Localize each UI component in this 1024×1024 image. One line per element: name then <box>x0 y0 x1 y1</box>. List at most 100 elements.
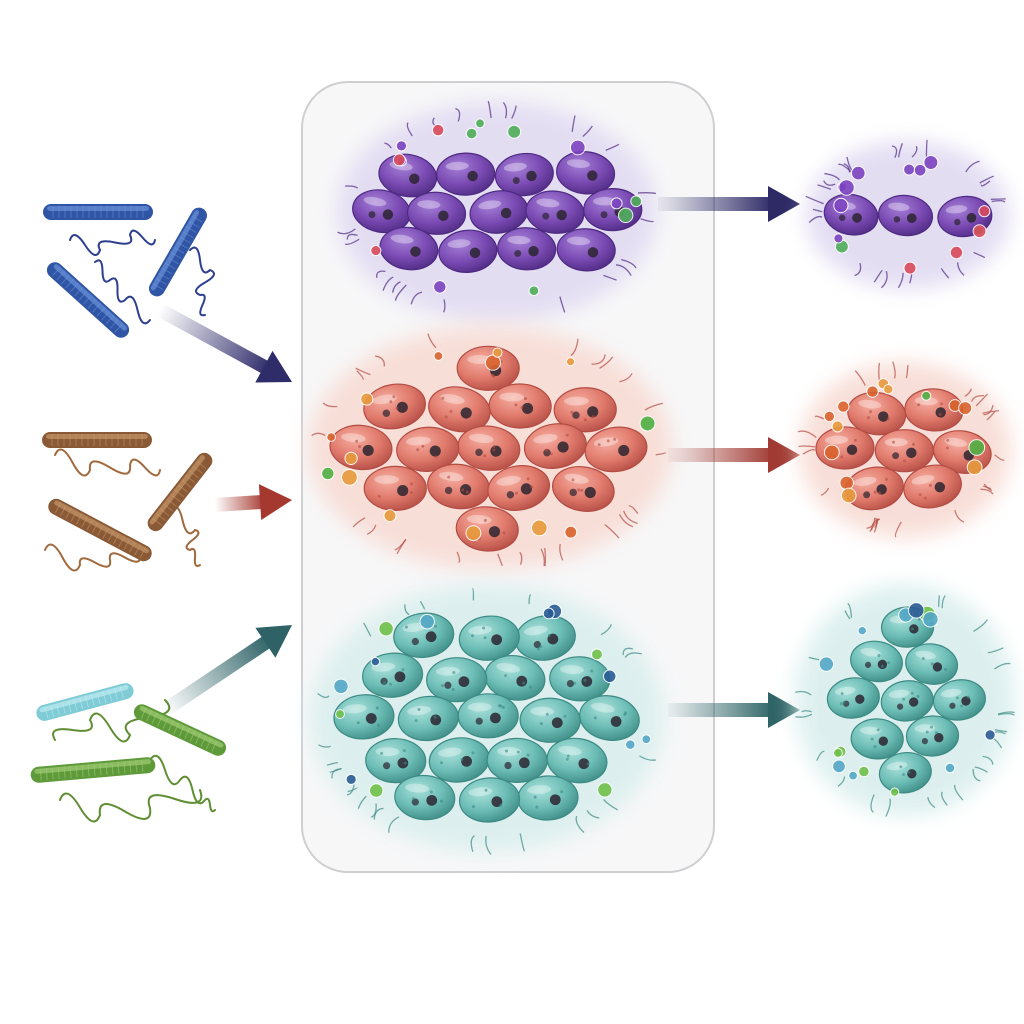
granule <box>857 626 867 636</box>
granule <box>378 621 394 637</box>
extracellular-fiber <box>604 524 620 539</box>
rod-bacterium <box>42 432 152 448</box>
extracellular-fiber <box>847 602 853 618</box>
granule <box>883 384 894 395</box>
granule <box>625 739 636 750</box>
extracellular-fiber <box>892 361 896 379</box>
granule <box>890 787 900 797</box>
extracellular-fiber <box>591 354 606 365</box>
granule <box>528 285 540 297</box>
red-cell <box>552 465 615 512</box>
nucleus <box>906 213 917 224</box>
purple-cell <box>877 194 934 237</box>
input-arrow <box>214 484 293 521</box>
granule <box>344 451 358 465</box>
extracellular-fiber <box>621 258 637 269</box>
nucleus <box>877 659 888 670</box>
fiber-strand <box>59 789 203 823</box>
extracellular-fiber <box>873 269 883 283</box>
extracellular-fiber <box>639 755 656 761</box>
extracellular-fiber <box>404 604 410 616</box>
teal-cell <box>850 718 904 760</box>
extracellular-fiber <box>854 262 862 277</box>
nucleus <box>469 247 481 259</box>
granule <box>832 759 846 774</box>
granule <box>850 165 866 181</box>
granule <box>866 385 879 398</box>
extracellular-fiber <box>540 548 545 566</box>
nucleus <box>846 444 858 456</box>
granule <box>345 773 357 786</box>
granule <box>831 420 844 433</box>
teal-cell <box>519 697 581 743</box>
fiber-strand <box>189 246 215 317</box>
purple-cell <box>379 226 439 271</box>
extracellular-fiber <box>619 373 633 383</box>
extracellular-fiber <box>644 402 663 411</box>
extracellular-fiber <box>410 291 423 305</box>
nucleus <box>365 713 377 724</box>
red-cell <box>487 465 551 511</box>
extracellular-fiber <box>897 272 904 289</box>
extracellular-fiber <box>356 370 364 381</box>
output-arrow <box>658 186 800 222</box>
rod-bacteria-group-green <box>30 683 227 823</box>
rod-bacterium <box>30 757 156 783</box>
extracellular-fiber <box>980 488 994 495</box>
output-arrows <box>658 186 800 728</box>
nucleus <box>491 796 503 808</box>
output-arrow <box>668 437 800 473</box>
purple-cell <box>583 187 643 232</box>
extracellular-fiber <box>331 768 342 779</box>
nucleus <box>906 447 917 459</box>
red-cell <box>363 465 427 511</box>
extracellular-fiber <box>982 485 992 490</box>
granule <box>968 439 986 456</box>
granule <box>966 459 983 476</box>
extracellular-fiber <box>972 768 981 782</box>
input-arrow <box>156 303 293 383</box>
output-arrow <box>668 692 800 728</box>
fiber-strand <box>54 448 161 477</box>
extracellular-fiber <box>485 835 492 855</box>
red-cell <box>903 464 962 509</box>
purple-cell <box>406 191 467 235</box>
extracellular-fiber <box>997 712 1015 716</box>
extracellular-fiber <box>986 411 996 421</box>
nucleus <box>587 170 598 181</box>
teal-cell <box>486 737 548 784</box>
extracellular-fiber <box>355 367 371 376</box>
extracellular-fiber <box>326 761 338 766</box>
granule <box>433 280 447 294</box>
granule <box>913 163 927 177</box>
nucleus <box>578 758 590 770</box>
extracellular-fiber <box>983 483 993 492</box>
granule <box>370 656 381 667</box>
granule <box>833 197 849 214</box>
extracellular-fiber <box>964 388 973 397</box>
nucleus <box>521 402 534 415</box>
extracellular-fiber <box>802 448 816 455</box>
granule <box>923 155 939 170</box>
granule <box>542 607 555 620</box>
extracellular-fiber <box>511 105 517 119</box>
granule <box>341 468 358 486</box>
extracellular-fiber <box>817 184 832 190</box>
nucleus <box>528 245 539 257</box>
extracellular-fiber <box>394 284 407 301</box>
extracellular-fiber <box>987 647 1004 654</box>
rod-bacterium <box>46 262 130 338</box>
teal-cell <box>457 693 519 739</box>
granule <box>823 444 840 461</box>
nucleus <box>584 486 596 499</box>
granule <box>335 709 345 719</box>
granule <box>565 357 576 367</box>
nucleus <box>460 407 472 419</box>
extracellular-fiber <box>982 755 994 765</box>
teal-cell <box>579 695 640 741</box>
extracellular-fiber <box>394 538 407 551</box>
nucleus <box>490 445 502 457</box>
input-arrow <box>161 624 293 716</box>
extracellular-fiber <box>347 787 358 793</box>
extracellular-fiber <box>820 487 830 496</box>
